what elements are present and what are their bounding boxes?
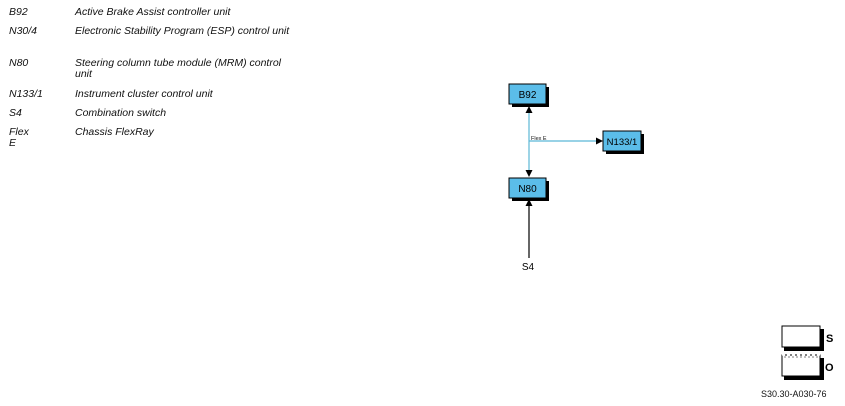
legend-code: B92: [9, 6, 28, 18]
key-o: O: [781, 354, 834, 380]
node-n80: N80: [508, 177, 549, 201]
key-s: S: [781, 325, 833, 351]
node-n133-1: N133/1: [602, 130, 644, 154]
bus-label: Flex E: [531, 136, 547, 142]
node-n133-1-label: N133/1: [607, 137, 638, 148]
legend-code: S4: [9, 107, 22, 119]
legend-desc: Electronic Stability Program (ESP) contr…: [75, 25, 290, 37]
legend-code: N30/4: [9, 25, 38, 37]
legend-desc: Steering column tube module (MRM) contro…: [75, 57, 282, 80]
key-o-label: O: [825, 362, 834, 374]
legend-code: N133/1: [9, 88, 43, 100]
node-n80-label: N80: [518, 184, 537, 195]
legend-code: Flex E: [9, 126, 29, 149]
arrow-up-to-n80-icon: [525, 199, 533, 206]
arrow-down-to-n80-icon: [525, 170, 533, 177]
node-b92-label: B92: [519, 90, 537, 101]
legend-desc: Instrument cluster control unit: [75, 88, 213, 100]
key-s-label: S: [826, 333, 833, 345]
arrow-up-to-b92-icon: [525, 106, 533, 113]
legend-desc: Chassis FlexRay: [75, 126, 154, 138]
legend-desc: Active Brake Assist controller unit: [75, 6, 231, 18]
node-b92: B92: [508, 83, 549, 107]
legend-desc: Combination switch: [75, 107, 167, 119]
legend-code: N80: [9, 57, 29, 69]
node-s4-label: S4: [522, 262, 535, 273]
arrow-right-to-n133-icon: [596, 137, 603, 145]
figure-code: S30.30-A030-76: [761, 389, 827, 399]
